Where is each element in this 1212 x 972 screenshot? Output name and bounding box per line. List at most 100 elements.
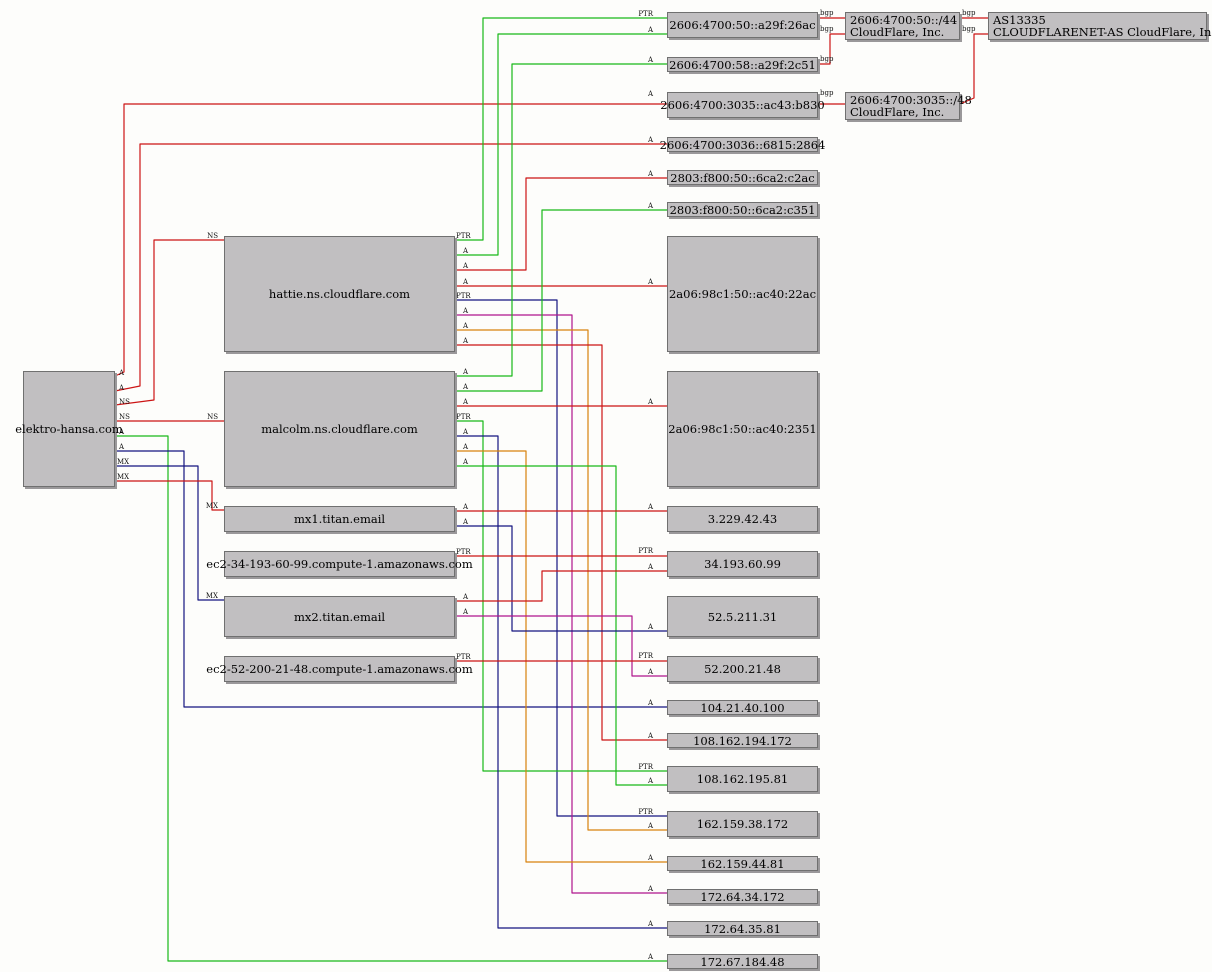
edge-bgp-2c51 — [818, 33, 845, 65]
edge-label-a: A — [647, 732, 654, 740]
edge-bgp-prefix48 — [959, 33, 988, 105]
edge-label-a: A — [647, 398, 654, 406]
edge-label-a: A — [462, 443, 469, 451]
edge-a-34-193 — [455, 570, 667, 602]
edge-ptr-162-38 — [455, 299, 667, 817]
edge-label-a: A — [647, 26, 654, 34]
node-ip-3-229[interactable]: 3.229.42.43 — [667, 506, 818, 532]
node-ip-c351[interactable]: 2803:f800:50::6ca2:c351 — [667, 202, 818, 217]
node-mx2[interactable]: mx2.titan.email — [224, 596, 455, 637]
node-label-asname: CLOUDFLARENET-AS CloudFlare, Inc. — [993, 25, 1212, 39]
node-ec2-52[interactable]: ec2-52-200-21-48.compute-1.amazonaws.com — [206, 656, 473, 682]
edge-label-a: A — [647, 777, 654, 785]
edge-a-172-64-34 — [455, 314, 667, 894]
node-ip-172-64-35[interactable]: 172.64.35.81 — [667, 921, 818, 936]
edge-label-ns: NS — [119, 398, 130, 406]
edge-a-104-21 — [115, 450, 667, 708]
edge-label-a: A — [647, 136, 654, 144]
node-label: 2803:f800:50::6ca2:c351 — [669, 202, 816, 217]
edge-label-bgp: bgp — [820, 89, 834, 97]
node-ip-c2ac[interactable]: 2803:f800:50::6ca2:c2ac — [667, 170, 818, 185]
edge-label-ptr: PTR — [456, 292, 471, 300]
edge-a-52-200 — [455, 615, 667, 677]
edge-label-a: A — [118, 428, 125, 436]
node-prefix-44[interactable]: 2606:4700:50::/44 CloudFlare, Inc. — [845, 12, 960, 40]
node-ec2-34[interactable]: ec2-34-193-60-99.compute-1.amazonaws.com — [206, 551, 473, 577]
node-label: 3.229.42.43 — [707, 512, 778, 526]
node-ip-108-162-194[interactable]: 108.162.194.172 — [667, 733, 818, 748]
node-ip-104-21[interactable]: 104.21.40.100 — [667, 700, 818, 715]
node-ip-2351[interactable]: 2a06:98c1:50::ac40:2351 — [667, 371, 818, 487]
node-ip-b830[interactable]: 2606:4700:3035::ac43:b830 — [660, 92, 825, 118]
node-ip-162-159-44[interactable]: 162.159.44.81 — [667, 856, 818, 871]
edge-label-a: A — [647, 668, 654, 676]
edge-a-172-64-35 — [455, 435, 667, 929]
node-ip-52-5[interactable]: 52.5.211.31 — [667, 596, 818, 637]
node-label-asn: AS13335 — [993, 13, 1046, 27]
edge-label-mx: MX — [206, 502, 218, 510]
edge-label-a: A — [462, 278, 469, 286]
edge-label-a: A — [647, 623, 654, 631]
edge-label-a: A — [118, 369, 125, 377]
edge-label-a: A — [118, 384, 125, 392]
node-label: 162.159.44.81 — [700, 856, 785, 871]
node-ip-162-159-38[interactable]: 162.159.38.172 — [667, 811, 818, 837]
edge-label-ptr: PTR — [638, 763, 653, 771]
node-label: ec2-34-193-60-99.compute-1.amazonaws.com — [206, 557, 473, 571]
node-ip-2864[interactable]: 2606:4700:3036::6815:2864 — [660, 137, 825, 152]
edge-label-a: A — [462, 458, 469, 466]
node-mx1[interactable]: mx1.titan.email — [224, 506, 455, 532]
edge-label-a: A — [647, 563, 654, 571]
node-ip-108-162-195[interactable]: 108.162.195.81 — [667, 766, 818, 792]
node-elektro-hansa[interactable]: elektro-hansa.com — [15, 371, 123, 487]
edge-label-ns: NS — [207, 232, 218, 240]
edge-label-bgp: bgp — [820, 25, 834, 33]
edge-a-2864 — [114, 143, 667, 392]
node-label-prefix: 2606:4700:3035::/48 — [850, 93, 972, 107]
node-prefix-48[interactable]: 2606:4700:3035::/48 CloudFlare, Inc. — [845, 92, 972, 120]
edge-label-mx: MX — [206, 592, 218, 600]
edge-label-bgp: bgp — [962, 9, 976, 17]
edge-label-a: A — [462, 307, 469, 315]
node-label: 2a06:98c1:50::ac40:2351 — [668, 422, 817, 436]
edge-label-a: A — [647, 822, 654, 830]
node-as13335[interactable]: AS13335 CLOUDFLARENET-AS CloudFlare, Inc… — [988, 12, 1212, 40]
node-ip-172-67[interactable]: 172.67.184.48 — [667, 954, 818, 969]
edge-a-26ac — [455, 33, 667, 256]
edge-label-a: A — [462, 503, 469, 511]
edge-label-ptr: PTR — [456, 232, 471, 240]
edge-a-2c51 — [455, 63, 667, 377]
node-ip-26ac[interactable]: 2606:4700:50::a29f:26ac — [667, 12, 818, 38]
edge-ns-hattie — [114, 239, 224, 406]
node-label: 172.64.34.172 — [700, 889, 785, 904]
edge-label-a: A — [462, 383, 469, 391]
edge-label-a: A — [647, 920, 654, 928]
node-label: hattie.ns.cloudflare.com — [268, 287, 411, 301]
edge-label-ptr: PTR — [638, 547, 653, 555]
edge-label-a: A — [647, 503, 654, 511]
node-ip-22ac[interactable]: 2a06:98c1:50::ac40:22ac — [667, 236, 818, 352]
node-hattie[interactable]: hattie.ns.cloudflare.com — [224, 236, 455, 352]
node-label-org: CloudFlare, Inc. — [850, 25, 945, 39]
node-label: 52.5.211.31 — [707, 609, 778, 624]
edge-label-a: A — [647, 90, 654, 98]
node-malcolm[interactable]: malcolm.ns.cloudflare.com — [224, 371, 455, 487]
node-ip-52-200[interactable]: 52.200.21.48 — [667, 656, 818, 682]
node-ip-2c51[interactable]: 2606:4700:58::a29f:2c51 — [667, 57, 818, 72]
edge-label-a: A — [647, 56, 654, 64]
edge-label-a: A — [647, 278, 654, 286]
edge-label-mx: MX — [117, 458, 129, 466]
node-label: 2606:4700:58::a29f:2c51 — [669, 57, 816, 72]
node-label: 2606:4700:50::a29f:26ac — [669, 18, 816, 32]
node-ip-34-193[interactable]: 34.193.60.99 — [667, 551, 818, 577]
edge-label-a: A — [647, 953, 654, 961]
edge-label-a: A — [647, 202, 654, 210]
node-label: malcolm.ns.cloudflare.com — [261, 422, 418, 436]
edge-label-ptr: PTR — [638, 652, 653, 660]
edge-label-ptr: PTR — [456, 413, 471, 421]
edge-label-ns: NS — [207, 413, 218, 421]
edge-a-108-194 — [455, 344, 667, 741]
edge-label-a: A — [462, 337, 469, 345]
node-ip-172-64-34[interactable]: 172.64.34.172 — [667, 889, 818, 904]
